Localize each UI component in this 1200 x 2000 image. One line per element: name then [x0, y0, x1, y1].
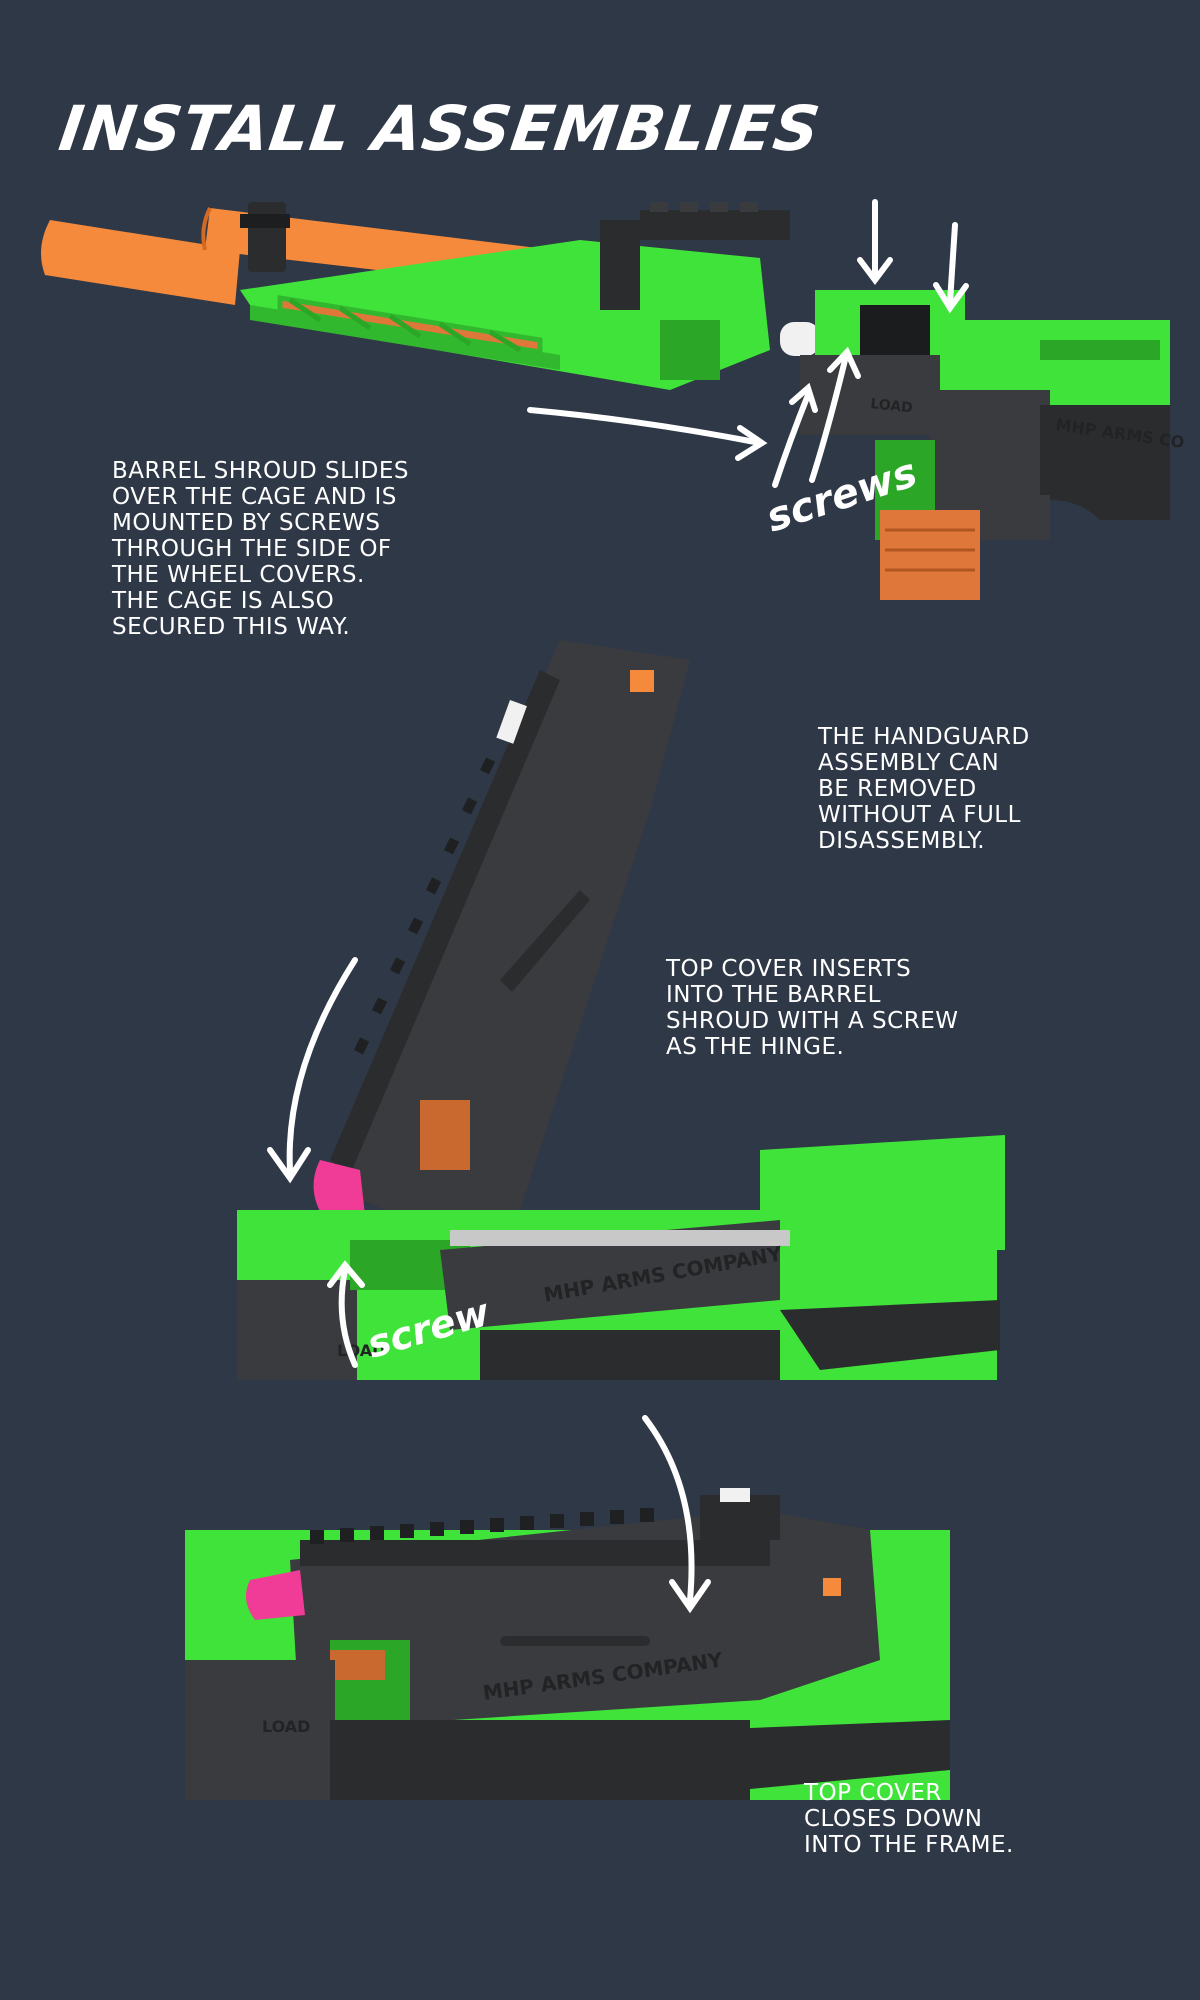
scene-top-cover-closed: MHP ARMS COMPANY LOAD [185, 1415, 950, 1800]
engraving-load-3: LOAD [262, 1717, 310, 1736]
top-cover-open [313, 640, 690, 1230]
arrow-down-icon [947, 222, 958, 305]
annotation-arrows-1 [527, 199, 969, 488]
frame-assembly: MHP ARMS COMPANY LOAD [237, 1135, 1005, 1380]
scene-barrel-shroud: MHP ARMS CO LOAD screws [41, 199, 1185, 600]
page-title: INSTALL ASSEMBLIES [54, 92, 825, 165]
caption-barrel-shroud: BARREL SHROUD SLIDES OVER THE CAGE AND I… [112, 458, 410, 640]
arrow-up-icon [338, 1267, 358, 1368]
barrel-assembly [41, 202, 790, 390]
engraving-load-1: LOAD [870, 396, 914, 416]
arrow-up-icon [809, 357, 848, 483]
arrow-down-icon [286, 957, 358, 1173]
arrow-up-icon [772, 392, 811, 488]
annotation-arrows-2 [267, 957, 365, 1368]
arrow-right-icon [527, 407, 758, 445]
caption-handguard: THE HANDGUARD ASSEMBLY CAN BE REMOVED WI… [818, 724, 1030, 854]
caption-top-cover-insert: TOP COVER INSERTS INTO THE BARREL SHROUD… [666, 956, 959, 1060]
annotation-arrows-3 [642, 1415, 711, 1614]
arrow-down-icon [642, 1415, 695, 1603]
scene-top-cover-insert: MHP ARMS COMPANY LOAD screw [237, 640, 1005, 1380]
front-assembly: MHP ARMS CO LOAD [780, 290, 1185, 600]
closed-assembly: MHP ARMS COMPANY LOAD [185, 1488, 950, 1800]
caption-top-cover-closed: TOP COVER CLOSES DOWN INTO THE FRAME. [804, 1780, 1014, 1858]
